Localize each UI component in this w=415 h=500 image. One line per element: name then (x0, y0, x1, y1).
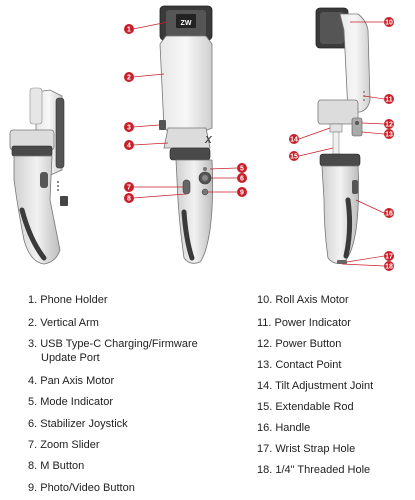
legend-item: 12. Power Button (257, 338, 342, 350)
callout-5-label: 5 (240, 166, 244, 173)
callout-2: 2 (124, 72, 134, 82)
legend-item: Update Port (41, 352, 100, 364)
callout-8-label: 8 (127, 196, 131, 203)
legend-item: 1. Phone Holder (28, 294, 108, 306)
callout-11-label: 11 (385, 97, 393, 104)
callout-16: 16 (384, 208, 394, 218)
gimbal-back-view (315, 7, 371, 264)
callout-7-label: 7 (127, 185, 131, 192)
legend-item: 7. Zoom Slider (28, 439, 100, 451)
callout-1: 1 (124, 24, 134, 34)
legend-item: 11. Power Indicator (257, 317, 351, 329)
callout-15-label: 15 (290, 154, 298, 161)
callout-4: 4 (124, 140, 134, 150)
callout-7: 7 (124, 182, 134, 192)
legend-item: 5. Mode Indicator (28, 396, 113, 408)
legend-item: 6. Stabilizer Joystick (28, 418, 128, 430)
legend-item: 15. Extendable Rod (257, 401, 354, 413)
legend-item: 18. 1/4" Threaded Hole (257, 464, 371, 476)
callout-2-label: 2 (127, 75, 131, 82)
legend-item: 2. Vertical Arm (28, 317, 99, 329)
callout-9: 9 (237, 187, 247, 197)
callout-13: 13 (384, 129, 394, 139)
legend-item: 4. Pan Axis Motor (28, 375, 115, 387)
callout-10: 10 (384, 17, 394, 27)
callout-18-label: 18 (385, 264, 393, 271)
callout-16-label: 16 (385, 211, 393, 218)
callout-8: 8 (124, 193, 134, 203)
gimbal-side-view (9, 87, 68, 265)
legend-item: 13. Contact Point (257, 359, 342, 371)
callout-4-label: 4 (127, 143, 131, 150)
gimbal-front-view: ZW X (159, 5, 214, 264)
legend-item: 8. M Button (28, 460, 85, 472)
callout-14-label: 14 (290, 137, 298, 144)
callout-12: 12 (384, 119, 394, 129)
callout-3-label: 3 (127, 125, 131, 132)
gimbal-diagram: ZW X (9, 5, 394, 271)
svg-text:ZW: ZW (181, 20, 192, 27)
callout-leaders (132, 21, 385, 267)
legend-item: 17. Wrist Strap Hole (257, 443, 356, 455)
brand-mark: X (204, 135, 213, 146)
callout-18: 18 (384, 261, 394, 271)
callout-6-label: 6 (240, 176, 244, 183)
callout-1-label: 1 (127, 27, 131, 34)
callout-5: 5 (237, 163, 247, 173)
legend-item: 3. USB Type-C Charging/Firmware (28, 338, 198, 350)
callout-9-label: 9 (240, 190, 244, 197)
callout-17-label: 17 (385, 254, 393, 261)
legend-item: 16. Handle (257, 422, 311, 434)
legend-item: 14. Tilt Adjustment Joint (257, 380, 374, 392)
callout-12-label: 12 (385, 122, 393, 129)
callout-6: 6 (237, 173, 247, 183)
legend-item: 10. Roll Axis Motor (257, 294, 349, 306)
callout-13-label: 13 (385, 132, 393, 139)
callout-14: 14 (289, 134, 299, 144)
callout-15: 15 (289, 151, 299, 161)
callout-11: 11 (384, 94, 394, 104)
callout-3: 3 (124, 122, 134, 132)
callout-17: 17 (384, 251, 394, 261)
callout-10-label: 10 (385, 20, 393, 27)
legend-item: 9. Photo/Video Button (28, 482, 135, 494)
